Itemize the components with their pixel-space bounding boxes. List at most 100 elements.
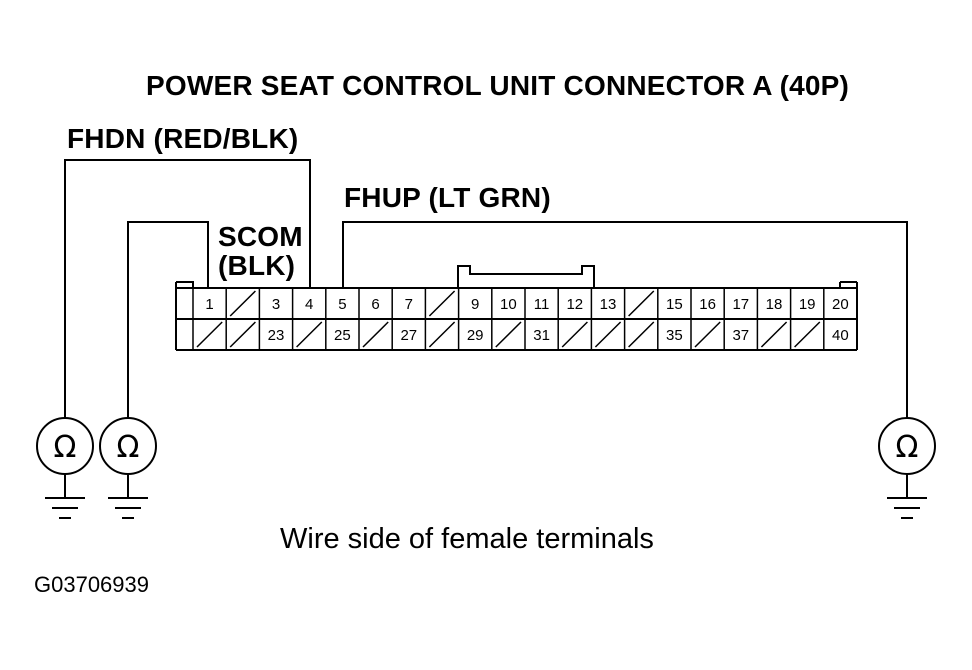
connector-cavity: 31 — [524, 319, 550, 350]
connector-cavity — [358, 319, 389, 350]
pin-number: 9 — [471, 296, 479, 313]
connector-cavity: 35 — [657, 319, 683, 350]
diagram-title: POWER SEAT CONTROL UNIT CONNECTOR A (40P… — [146, 70, 850, 101]
pin-number: 5 — [338, 296, 346, 313]
empty-cavity-slash — [296, 321, 323, 348]
connector-cavity: 11 — [524, 288, 550, 319]
pin-number: 23 — [268, 327, 285, 344]
pin-number: 4 — [305, 296, 313, 313]
pin-number: 15 — [666, 296, 683, 313]
pin-number: 35 — [666, 327, 683, 344]
connector-cavity — [756, 319, 788, 350]
connector-cavity — [225, 319, 256, 350]
fhup-wire-label: FHUP (LT GRN) — [344, 182, 551, 213]
pin-number: 16 — [699, 296, 716, 313]
connector-cavity: 29 — [457, 319, 484, 350]
scom-label-line1: SCOM — [218, 221, 303, 252]
connector-cavity: 19 — [789, 288, 816, 319]
ohm-symbol: Ω — [117, 430, 140, 465]
connector-cavity: 1 — [192, 288, 214, 319]
connector-cavity: 10 — [491, 288, 517, 319]
pin-number: 11 — [534, 296, 550, 313]
connector-cavity: 40 — [823, 319, 849, 350]
connector-cavity: 4 — [291, 288, 313, 319]
pin-number: 37 — [732, 327, 749, 344]
pin-number: 12 — [566, 296, 583, 313]
empty-cavity-slash — [362, 321, 389, 348]
ohm-symbol: Ω — [54, 430, 77, 465]
ground-icon — [887, 474, 927, 519]
connector-cavity: 17 — [723, 288, 749, 319]
connector-cavity: 6 — [358, 288, 380, 319]
connector-cavity: 25 — [325, 319, 351, 350]
empty-cavity-slash — [628, 321, 655, 348]
pin-number: 19 — [799, 296, 816, 313]
pin-number: 3 — [272, 296, 280, 313]
connector-cavity: 3 — [258, 288, 280, 319]
scom-wire — [127, 221, 209, 418]
fhup-wire — [342, 221, 908, 418]
empty-cavity-slash — [428, 321, 456, 348]
empty-cavity-slash — [561, 321, 588, 348]
connector-cavity: 12 — [557, 288, 583, 319]
connector-cavity: 20 — [823, 288, 849, 319]
pin-number: 7 — [405, 296, 413, 313]
pin-number: 20 — [832, 296, 849, 313]
connector-cavity: 37 — [723, 319, 749, 350]
scom-wire-label: SCOM (BLK) — [218, 222, 303, 281]
empty-cavity-slash — [495, 321, 522, 348]
empty-cavity-slash — [428, 290, 456, 317]
figure-id: G03706939 — [34, 572, 149, 597]
connector-cavity: 23 — [258, 319, 285, 350]
connector-cavity — [623, 319, 655, 350]
pin-number: 10 — [500, 296, 517, 313]
connector-cavity — [491, 319, 522, 350]
pin-number: 40 — [832, 327, 849, 344]
pin-number: 31 — [533, 327, 550, 344]
connector-cavity — [192, 319, 223, 350]
pin-number: 27 — [400, 327, 417, 344]
fhdn-wire-label: FHDN (RED/BLK) — [67, 123, 299, 154]
connector-cavity — [424, 288, 456, 319]
connector-cavity: 27 — [391, 319, 417, 350]
connector-cavity — [789, 319, 821, 350]
empty-cavity-slash — [628, 290, 655, 317]
fhdn-wire — [64, 159, 311, 418]
pin-number: 25 — [334, 327, 351, 344]
ground-icon — [108, 474, 148, 519]
empty-cavity-slash — [794, 321, 821, 348]
connector-cavity: 18 — [756, 288, 783, 319]
empty-cavity-slash — [229, 290, 256, 317]
connector-cavity: 7 — [391, 288, 413, 319]
ohmmeter: Ω — [878, 417, 936, 519]
scom-label-line2: (BLK) — [218, 250, 296, 282]
connector-cavity — [557, 319, 588, 350]
empty-cavity-slash — [594, 321, 622, 348]
pin-number: 18 — [766, 296, 783, 313]
pin-number: 1 — [205, 296, 213, 313]
pin-number: 13 — [600, 296, 617, 313]
connector-caption: Wire side of female terminals — [280, 523, 654, 555]
ohmmeter: Ω — [99, 417, 157, 519]
empty-cavity-slash — [229, 321, 256, 348]
connector-cavity — [291, 319, 323, 350]
connector-latch — [457, 265, 595, 288]
ohm-symbol: Ω — [896, 430, 919, 465]
connector-cavity — [424, 319, 456, 350]
connector-cavity — [623, 288, 655, 319]
connector-cavity — [690, 319, 721, 350]
ohmmeter: Ω — [36, 417, 94, 519]
pin-number: 17 — [732, 296, 749, 313]
connector-cavity: 13 — [590, 288, 617, 319]
empty-cavity-slash — [694, 321, 721, 348]
empty-cavity-slash — [196, 321, 223, 348]
connector-cavity — [225, 288, 256, 319]
empty-cavity-slash — [760, 321, 788, 348]
connector-cavity: 9 — [457, 288, 479, 319]
connector-cavity: 5 — [325, 288, 347, 319]
connector-cavity — [590, 319, 622, 350]
